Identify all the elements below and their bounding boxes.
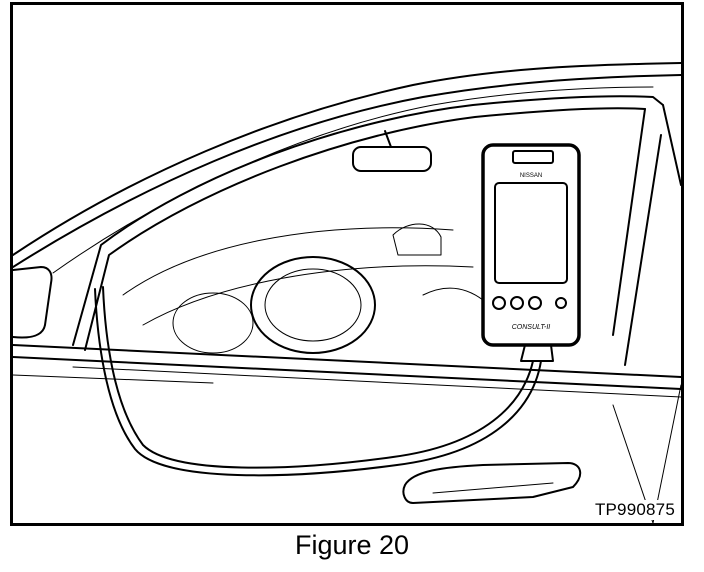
reference-code: TP990875 [592,500,677,520]
door-belt-line [13,344,681,398]
side-mirror [13,266,53,339]
diagnostic-device: NISSAN CONSULT-II [481,143,581,362]
device-top-label: NISSAN [520,173,542,179]
roof-line [13,62,681,274]
rearview-mirror [352,130,432,172]
door-handle [402,462,582,504]
car-window-diagnostic-illustration: NISSAN CONSULT-II [13,62,681,523]
figure-frame: NISSAN CONSULT-II TP990875 [10,2,684,526]
interior-dashboard [122,223,484,354]
window-frame [72,95,681,366]
device-brand-label: CONSULT-II [512,324,551,331]
diagnostic-cable [94,286,542,477]
figure-caption: Figure 20 [294,530,410,560]
